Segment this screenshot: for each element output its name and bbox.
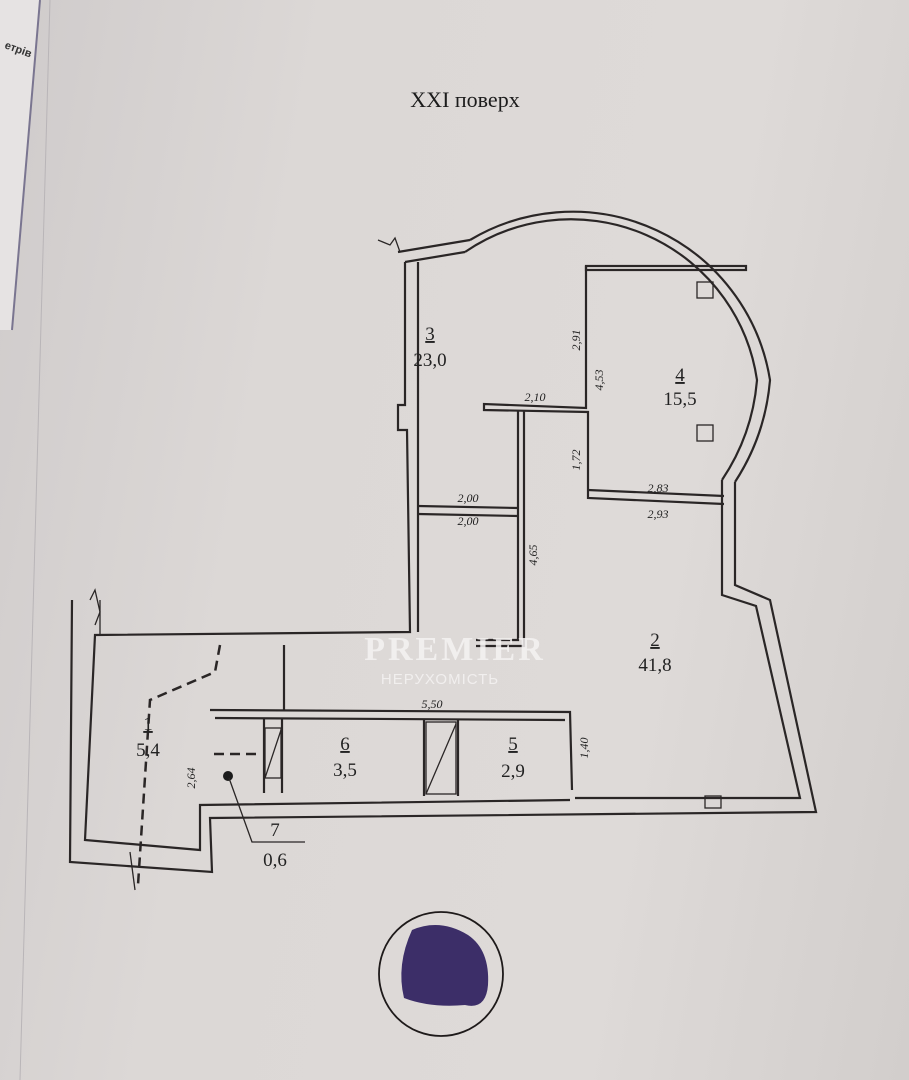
room-number: 6 xyxy=(340,734,350,755)
room-number: 3 xyxy=(425,324,435,345)
watermark-brand: PREMIER xyxy=(364,631,546,668)
room-number: 5 xyxy=(508,734,518,755)
page-title: XXI поверх xyxy=(410,87,519,112)
dimension-label: 4,53 xyxy=(592,370,606,391)
room-area: 23,0 xyxy=(413,350,446,371)
left-page-edge: етрів xyxy=(0,0,51,1080)
room-number: 7 xyxy=(270,820,280,841)
room-area: 5,4 xyxy=(136,740,160,761)
room-2: 2 41,8 xyxy=(638,630,671,676)
dimension-label: 2,93 xyxy=(648,507,669,521)
room-7: 7 0,6 xyxy=(263,820,287,871)
outer-walls xyxy=(68,210,818,891)
room-number: 1 xyxy=(143,714,153,735)
room-area: 15,5 xyxy=(663,389,696,410)
room-area: 41,8 xyxy=(638,655,671,676)
dimension-label: 1,72 xyxy=(569,450,583,471)
room-area: 0,6 xyxy=(263,850,287,871)
dimension-label: 1,40 xyxy=(577,738,591,759)
room-area: 3,5 xyxy=(333,760,357,781)
watermark: PREMIER НЕРУХОМІСТЬ xyxy=(364,631,546,688)
dimension-label: 2,00 xyxy=(458,514,479,528)
room-6: 6 3,5 xyxy=(333,734,357,781)
room-number: 2 xyxy=(650,630,660,651)
room-number: 4 xyxy=(675,365,685,386)
ink-blot xyxy=(401,925,489,1006)
dimension-label: 2,64 xyxy=(184,768,198,789)
interior-walls xyxy=(136,264,748,886)
dimension-label: 2,83 xyxy=(648,481,669,495)
dimension-label: 2,91 xyxy=(569,330,583,351)
dimensions: 2,91 4,53 2,10 1,72 2,83 2,93 2,00 2,00 … xyxy=(184,330,669,789)
room-5: 5 2,9 xyxy=(501,734,525,782)
dimension-label: 2,10 xyxy=(525,390,546,404)
watermark-subtitle: НЕРУХОМІСТЬ xyxy=(381,671,499,688)
room-area: 2,9 xyxy=(501,761,525,782)
dimension-label: 5,50 xyxy=(422,697,443,711)
room-1: 1 5,4 xyxy=(136,714,160,761)
dimension-label: 2,00 xyxy=(458,491,479,505)
dimension-label: 4,65 xyxy=(526,545,540,566)
area-stamp xyxy=(378,911,504,1037)
room-3: 3 23,0 xyxy=(413,324,446,371)
room-4: 4 15,5 xyxy=(663,365,696,410)
